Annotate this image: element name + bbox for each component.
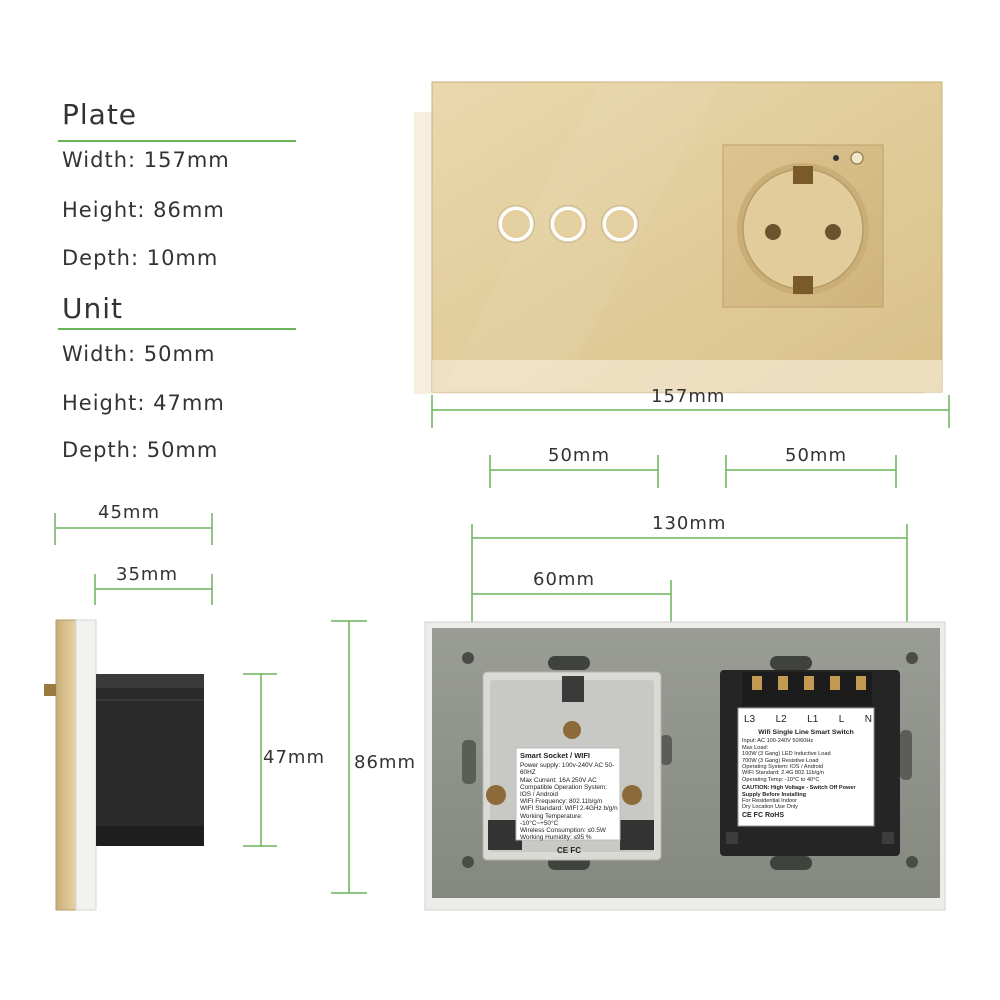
plate-heading-rule <box>58 140 296 142</box>
touch-button-3 <box>601 205 639 243</box>
switch-label-marks: CE FC RoHS <box>742 811 784 819</box>
socket-label-line: Power supply: 100v-240V AC 50-60HZ <box>520 762 615 777</box>
switch-label-usage: Dry Location Use Only <box>742 804 798 811</box>
dim-label-center-span: 130mm <box>652 513 727 534</box>
switch-label-line: 100W (3 Gang) LED Inductive Load <box>742 751 831 758</box>
socket-label-line: Max Current: 16A 250V AC <box>520 776 597 784</box>
socket-recess <box>742 168 864 290</box>
side-plate <box>55 619 77 911</box>
socket-label-title: Smart Socket / WIFI <box>520 751 591 760</box>
terminal-n: N <box>864 714 872 725</box>
dim-label-left-module: 50mm <box>548 445 610 466</box>
socket-label-line: WIFI Standard: WIFI 2.4GHz b/g/n <box>520 805 618 813</box>
socket-earth-bottom <box>793 276 813 294</box>
dim-label-unit-height: 47mm <box>263 747 325 768</box>
unit-heading: Unit <box>62 292 123 325</box>
switch-terminal-row: L3 L2 L1 L N <box>744 714 872 725</box>
switch-label-line: Operating Temp: -10°C to 40°C <box>742 776 820 783</box>
socket-led-dot <box>833 155 839 161</box>
unit-heading-rule <box>58 328 296 330</box>
terminal-l3: L3 <box>744 714 756 725</box>
dim-label-plate-width: 157mm <box>651 386 726 407</box>
plate-bottom-reflection <box>432 360 942 392</box>
dim-label-plate-height: 86mm <box>354 752 416 773</box>
plate-heading: Plate <box>62 98 138 131</box>
touch-button-2 <box>549 205 587 243</box>
switch-label-caution: CAUTION: High Voltage - Switch Off Power… <box>742 785 856 798</box>
socket-spec-label <box>515 747 621 841</box>
switch-label-usage: For Residential Indoor <box>742 798 798 805</box>
side-view <box>44 619 204 911</box>
plate-depth-spec: Depth: 10mm <box>62 246 219 270</box>
switch-label-line: 700W (3 Gang) Resistive Load <box>742 757 819 764</box>
socket-label-line: WIFI Frequency: 802.11b/g/n <box>520 798 603 806</box>
switch-label-line: WIFI Standard: 2.4G 802.11b/g/n <box>742 770 824 777</box>
unit-width-spec: Width: 50mm <box>62 342 216 366</box>
dim-label-side-total: 45mm <box>98 502 160 523</box>
socket-label-marks: CE FC <box>557 846 581 856</box>
dim-label-side-unit: 35mm <box>116 564 178 585</box>
switch-label-line: Operating System: IOS / Android <box>742 764 824 771</box>
back-view <box>424 621 946 911</box>
switch-label-line: Input: AC 100-240V 50/60Hz <box>742 738 814 745</box>
socket-label-line: Working Temperature: -10°C~+50°C <box>520 812 583 827</box>
plate-height-spec: Height: 86mm <box>62 198 225 222</box>
socket-pin-hole-right <box>825 224 841 240</box>
side-pin <box>44 684 56 696</box>
front-plate-view <box>414 81 943 394</box>
terminal-l2: L2 <box>775 714 787 725</box>
switch-spec-label <box>737 707 875 827</box>
socket-led-ring <box>850 151 864 165</box>
switch-label-line: Max Load: <box>742 744 769 751</box>
unit-height-spec: Height: 47mm <box>62 391 225 415</box>
touch-button-1 <box>497 205 535 243</box>
socket-label-line: Wireless Consumption: ≤0.5W <box>520 827 606 835</box>
socket-label-line: Compatible Operation System: IOS / Andro… <box>520 783 608 799</box>
terminal-l1: L1 <box>807 714 819 725</box>
socket-label-line: Working Humidity: ≤95 % <box>520 834 592 842</box>
side-unit-body <box>96 674 204 846</box>
dim-label-right-module: 50mm <box>785 445 847 466</box>
switch-label-title: Wifi Single Line Smart Switch <box>758 729 854 736</box>
plate-width-spec: Width: 157mm <box>62 148 230 172</box>
socket-earth-top <box>793 166 813 184</box>
switch-label-text: Wifi Single Line Smart Switch Input: AC … <box>742 729 870 819</box>
dim-label-half-span: 60mm <box>533 569 595 590</box>
unit-depth-spec: Depth: 50mm <box>62 438 219 462</box>
socket-pin-hole-left <box>765 224 781 240</box>
side-plate-backing <box>75 619 97 911</box>
socket-label-text: Smart Socket / WIFI Power supply: 100v-2… <box>520 752 618 855</box>
terminal-l: L <box>838 714 845 725</box>
